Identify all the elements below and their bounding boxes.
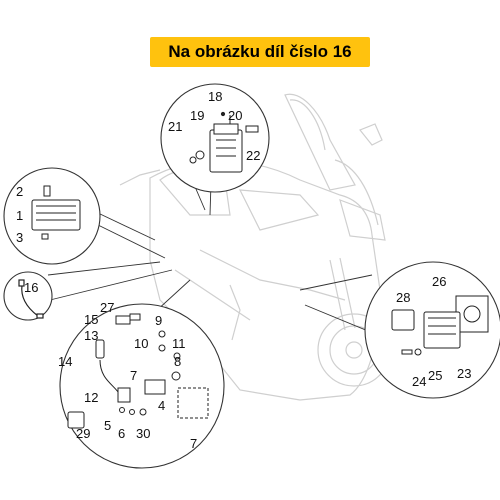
bracket-26-hole [463, 305, 481, 323]
callout-4: 4 [158, 398, 165, 413]
callout-14: 14 [58, 354, 72, 369]
callout-10: 10 [134, 336, 148, 351]
callout-11: 11 [172, 336, 186, 351]
screw-22 [245, 125, 259, 133]
bracket-4 [144, 379, 166, 395]
sensor-12 [117, 387, 131, 403]
connector-14 [95, 339, 105, 359]
washer-25 [414, 348, 422, 356]
plug-29 [67, 411, 85, 429]
callout-30: 30 [136, 426, 150, 441]
parts-left [31, 185, 81, 240]
plug-27-tip [129, 313, 141, 321]
callout-22: 22 [246, 148, 260, 163]
regulator-body [209, 129, 243, 173]
callout-5: 5 [104, 418, 111, 433]
callout-16: 16 [24, 280, 38, 295]
nut-8 [171, 371, 181, 381]
callout-26: 26 [432, 274, 446, 289]
zoom-circle-cable-16 [3, 271, 53, 321]
callout-23: 23 [457, 366, 471, 381]
callout-9: 9 [155, 313, 162, 328]
callout-12: 12 [84, 390, 98, 405]
nut-11 [173, 352, 181, 360]
callout-29: 29 [76, 426, 90, 441]
parts-top [189, 111, 259, 173]
screw-9 [158, 330, 166, 338]
washer-21 [189, 156, 197, 164]
callout-6: 6 [118, 426, 125, 441]
callout-8: 8 [174, 354, 181, 369]
part-number-banner: Na obrázku díl číslo 16 [150, 37, 370, 67]
callout-15: 15 [84, 312, 98, 327]
callout-28: 28 [396, 290, 410, 305]
parts-connectors [67, 313, 209, 429]
callout-21: 21 [168, 119, 182, 134]
callout-labels: 18 19 20 21 22 2 1 3 16 27 15 13 14 9 10… [16, 89, 471, 451]
callout-20: 20 [228, 108, 242, 123]
bracket-7 [177, 387, 209, 419]
nut-30 [139, 408, 147, 416]
regulator-tab [213, 123, 239, 135]
cable-16 [18, 279, 44, 319]
callout-1: 1 [16, 208, 23, 223]
callout-24: 24 [412, 374, 426, 389]
callout-27: 27 [100, 300, 114, 315]
screw-5 [119, 407, 125, 413]
banner-text: Na obrázku díl číslo 16 [168, 42, 352, 61]
screw-2 [43, 185, 51, 197]
clip-3 [41, 233, 49, 240]
connector-28 [391, 309, 415, 331]
callout-7a: 7 [130, 368, 137, 383]
callout-19: 19 [190, 108, 204, 123]
nut-21 [195, 150, 205, 160]
parts-control-unit [391, 295, 489, 356]
regulator-1 [31, 199, 81, 231]
callout-13: 13 [84, 328, 98, 343]
callout-7b: 7 [190, 436, 197, 451]
plug-27 [115, 315, 131, 325]
washer-6 [129, 409, 135, 415]
washer-10 [158, 344, 166, 352]
control-unit-23 [423, 311, 461, 349]
callout-3: 3 [16, 230, 23, 245]
callout-18: 18 [208, 89, 222, 104]
callout-25: 25 [428, 368, 442, 383]
screw-24 [401, 349, 413, 355]
callout-2: 2 [16, 184, 23, 199]
